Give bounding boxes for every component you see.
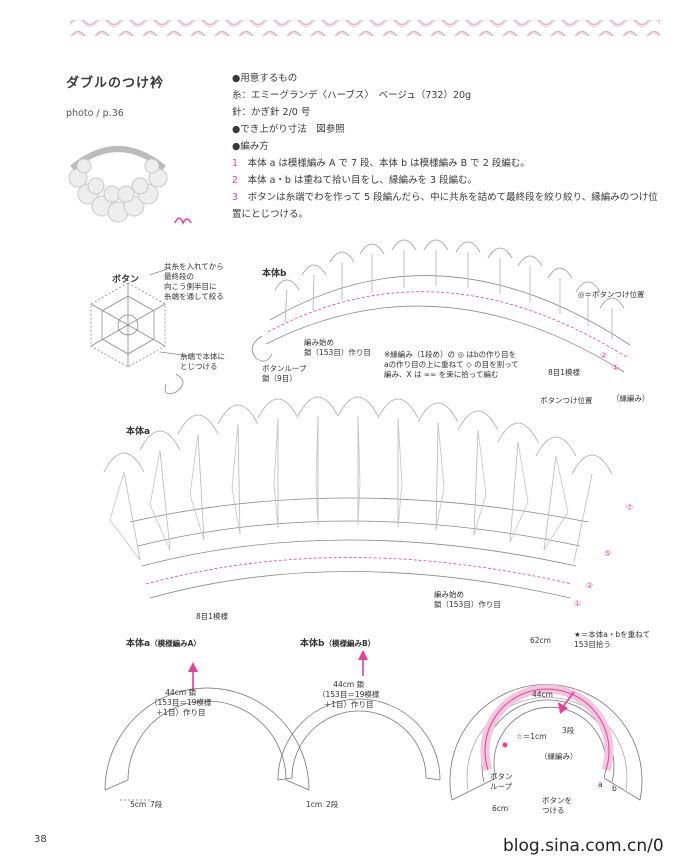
page-number: 38: [34, 834, 47, 845]
body-b-label: 本体b: [262, 269, 287, 279]
body-a-label: 本体a: [126, 427, 151, 437]
button-note-2: 糸端で本体に とじつける: [180, 352, 225, 371]
body-b-start-note: 編み始め 鎖（153目）作り目: [304, 338, 371, 357]
schem-title: 本体b: [300, 639, 325, 649]
schematic-a: [104, 687, 310, 801]
schem-b-dim: 1cm: [306, 800, 323, 809]
step-text: 本体 a・b は重ねて拾い目をし、縁編みを 3 段編む。: [247, 175, 478, 186]
schem-title: 本体a: [126, 639, 151, 649]
body-b-repeat-note: 8目1模様: [548, 368, 581, 377]
body-a-chart: [103, 396, 613, 599]
body-a-start-note: 編み始め 鎖（153目）作り目: [434, 590, 501, 609]
button-chart: [90, 267, 191, 395]
schem-a-dim: 5cm: [130, 800, 147, 809]
header-border: [70, 20, 660, 36]
schem-c-outer: 62cm: [530, 636, 551, 645]
button-label: ボタン: [112, 275, 140, 285]
schem-c-width: ☆＝1cm: [516, 732, 547, 741]
button-pos-note: ◎＝ボタンつけ位置: [578, 290, 645, 299]
howto-heading: ●編み方: [232, 141, 269, 152]
step-3-cont: 置にとじつける。: [232, 206, 662, 223]
step-3: 3 ボタンは糸端でわを作って 5 段編んだら、中に共糸を詰めて最終段を絞り絞り、…: [232, 189, 662, 206]
instructions-block: ●用意するもの 糸：エミーグランデ〈ハーブス〉 ベージュ（732）20g 針：か…: [232, 70, 662, 223]
schem-sub: （模様編みA）: [150, 639, 201, 648]
button-loop-note: ボタンループ 鎖（9目）: [262, 364, 307, 383]
hook-line: 針：かぎ針 2/0 号: [232, 107, 311, 118]
arrow-c: [561, 691, 575, 709]
schem-c-edge: （縁編み）: [540, 752, 578, 761]
step-text: 本体 a は模様編み A で 7 段、本体 b は模様編み B で 2 段編む。: [247, 158, 530, 169]
schem-sub: （模様編みB）: [324, 639, 376, 648]
row-mark: ②: [586, 581, 593, 590]
materials-heading: ●用意するもの: [232, 73, 298, 84]
schem-c-inner: 44cm: [532, 690, 553, 699]
step-number: 3: [232, 192, 239, 203]
yarn-line: 糸：エミーグランデ〈ハーブス〉 ベージュ（732）20g: [232, 90, 472, 101]
schem-b-rows: 2段: [326, 800, 339, 809]
schem-c-b: b: [612, 784, 617, 793]
schematic-c: [449, 684, 643, 801]
schem-c-a: a: [598, 780, 603, 789]
schem-a-inner: 44cm 鎖 （153目＝19模様 ＋1目）作り目: [150, 688, 212, 717]
page-title: ダブルのつけ衿: [66, 76, 165, 91]
photo-reference: photo / p.36: [66, 108, 124, 119]
schem-a-title: 本体a（模様編みA）: [126, 636, 201, 649]
row-mark: ②: [600, 351, 607, 360]
schem-c-button: ボタンを つける: [542, 796, 572, 815]
button-position-label: ボタンつけ位置: [540, 396, 593, 405]
schem-c-rows: 3段: [562, 726, 575, 735]
row-mark: ①: [574, 599, 581, 608]
edge-note: ※縁編み（1段め）の ◎ はbの作り目を aの作り目の上に重ねて ◇ の目を割っ…: [384, 350, 519, 379]
schem-c-loop: ボタン ループ: [490, 772, 513, 791]
step-text: ボタンは糸端でわを作って 5 段編んだら、中に共糸を詰めて最終段を絞り絞り、縁編…: [247, 192, 658, 203]
button-note-1: 共糸を入れてから 最終段の 向こう側半目に 糸端を通して絞る: [164, 262, 224, 301]
schem-b-inner: 44cm 鎖 （153目＝19模様 ＋1目）作り目: [318, 680, 380, 709]
size-line: ●でき上がり寸法 図参照: [232, 124, 345, 135]
step-2: 2 本体 a・b は重ねて拾い目をし、縁編みを 3 段編む。: [232, 172, 662, 189]
body-b-chart: [251, 239, 631, 373]
schem-c-star-note: ★＝本体a・bを重ねて 153目拾う: [574, 630, 651, 649]
row-mark: ⑤: [604, 549, 611, 558]
step-text: 置にとじつける。: [232, 209, 309, 220]
schem-c-dim6: 6cm: [492, 804, 509, 813]
edge-label: （縁編み）: [612, 394, 650, 403]
row-mark: ①: [612, 363, 619, 372]
step-1: 1 本体 a は模様編み A で 7 段、本体 b は模様編み B で 2 段編…: [232, 155, 662, 172]
watermark: blog.sina.com.cn/0: [503, 836, 664, 856]
schem-b-title: 本体b（模様編みB）: [300, 636, 375, 649]
step-number: 2: [232, 175, 239, 186]
schematic-b: [277, 698, 441, 781]
step-number: 1: [232, 158, 239, 169]
row-mark: ⑦: [626, 503, 633, 512]
body-a-repeat-note: 8目1模様: [196, 612, 229, 621]
schem-a-rows: 7段: [150, 800, 163, 809]
